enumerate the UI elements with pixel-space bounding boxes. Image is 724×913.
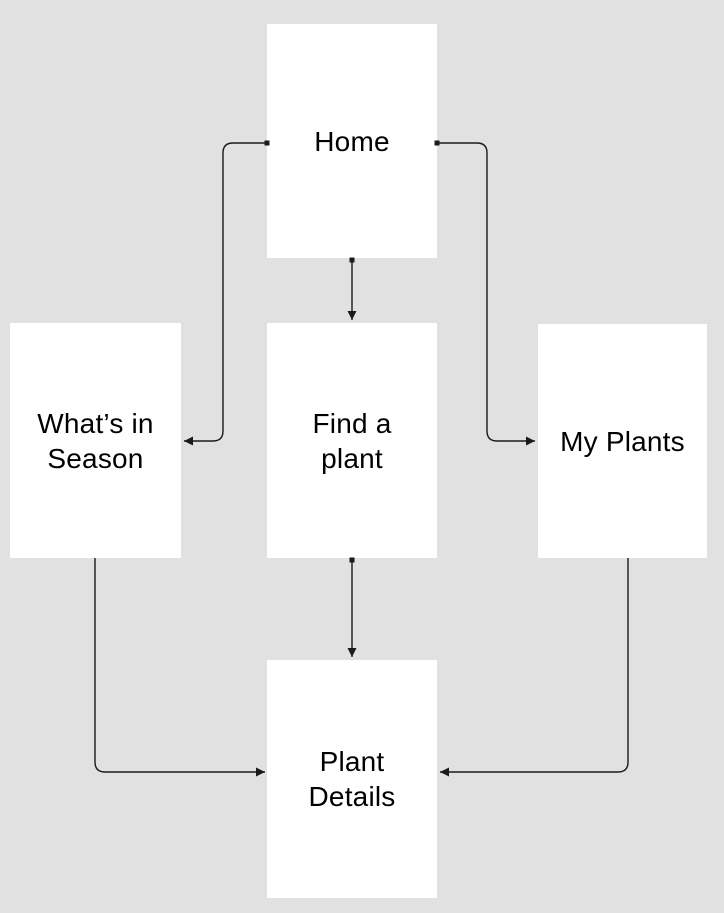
- node-home-label: Home: [314, 125, 390, 157]
- edge-my-plants-to-plant-details[interactable]: [440, 558, 629, 777]
- node-home[interactable]: Home: [267, 24, 437, 258]
- edge-home-to-whats-in-season[interactable]: [184, 140, 270, 446]
- node-my-plants-label: My Plants: [560, 425, 685, 457]
- node-whats-in-season[interactable]: What’s in Season: [10, 323, 181, 558]
- node-my-plants[interactable]: My Plants: [538, 324, 707, 558]
- node-plant-details-label: Plant Details: [308, 746, 396, 812]
- edge-whats-in-season-to-plant-details[interactable]: [94, 558, 265, 777]
- node-find-a-plant-label: Find a plant: [312, 407, 392, 474]
- node-plant-details[interactable]: Plant Details: [267, 660, 437, 898]
- edge-home-to-my-plants[interactable]: [434, 140, 535, 446]
- node-whats-in-season-label: What’s in Season: [37, 407, 154, 474]
- node-find-a-plant[interactable]: Find a plant: [267, 323, 437, 558]
